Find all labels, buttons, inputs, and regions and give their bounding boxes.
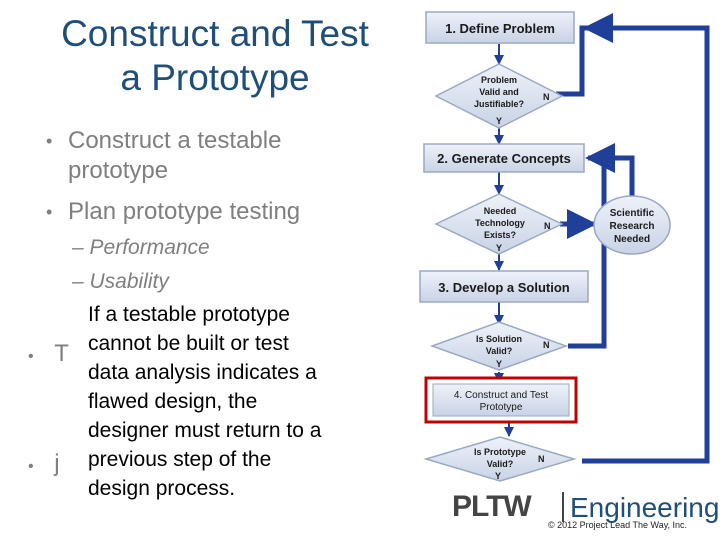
callout-line: cannot be built or test xyxy=(88,332,289,355)
bullet-construct: • Construct a testable prototype xyxy=(46,126,282,186)
bullet-dot-icon: • xyxy=(46,131,53,151)
decision-technology-exists: Needed Technology Exists? N Y xyxy=(434,193,564,255)
connector-arrows xyxy=(494,44,514,437)
svg-text:Valid?: Valid? xyxy=(486,346,513,356)
no-label: N xyxy=(544,221,551,231)
step-3-label: 3. Develop a Solution xyxy=(438,280,570,295)
bullet-construct-line-1: Construct a testable xyxy=(68,127,282,154)
partial-bullet-1-text: T xyxy=(54,340,69,367)
svg-text:Needed: Needed xyxy=(614,234,650,245)
no-label: N xyxy=(543,340,550,350)
no-label: N xyxy=(538,454,545,464)
partial-bullet-1: • T xyxy=(28,340,69,368)
step-1-label: 1. Define Problem xyxy=(445,21,555,36)
svg-text:Scientific: Scientific xyxy=(610,208,655,219)
callout-text: If a testable prototype cannot be built … xyxy=(82,300,388,503)
copyright-text: © 2012 Project Lead The Way, Inc. xyxy=(548,520,688,530)
callout-line: If a testable prototype xyxy=(88,303,290,326)
decision-solution-valid: Is Solution Valid? N Y xyxy=(429,321,569,371)
sub-bullet-performance: – Performance xyxy=(72,236,210,259)
callout-line: previous step of the xyxy=(88,448,272,471)
node-scientific-research: Scientific Research Needed xyxy=(593,195,671,255)
bullet-dot-icon: • xyxy=(46,202,53,222)
callout-line: design process. xyxy=(88,477,236,500)
svg-text:Is Solution: Is Solution xyxy=(476,334,522,344)
callout-line: flawed design, the xyxy=(88,390,258,413)
svg-text:Valid?: Valid? xyxy=(487,459,514,469)
partial-bullet-2: • j xyxy=(28,450,60,478)
svg-text:Valid and: Valid and xyxy=(479,87,519,97)
logo-divider xyxy=(562,492,564,522)
slide-title: Construct and Test a Prototype xyxy=(30,12,400,100)
svg-text:Research: Research xyxy=(609,221,654,232)
yes-label: Y xyxy=(496,243,502,253)
svg-text:Problem: Problem xyxy=(481,75,517,85)
yes-label: Y xyxy=(495,471,501,481)
svg-text:Needed: Needed xyxy=(484,206,517,216)
step-2-label: 2. Generate Concepts xyxy=(437,151,571,166)
step-4-label-line-1: 4. Construct and Test xyxy=(454,390,549,401)
title-line-1: Construct and Test xyxy=(61,13,369,54)
partial-bullet-2-text: j xyxy=(54,450,60,477)
bullet-construct-line-2: prototype xyxy=(68,157,169,184)
yes-label: Y xyxy=(496,359,502,369)
svg-text:Exists?: Exists? xyxy=(484,230,516,240)
engineering-logo: Engineering xyxy=(570,492,720,523)
svg-text:Justifiable?: Justifiable? xyxy=(474,99,524,109)
decision-prototype-valid: Is Prototype Valid? N Y xyxy=(423,436,577,482)
step-box-2: 2. Generate Concepts xyxy=(423,143,585,173)
sub-bullet-usability: – Usability xyxy=(72,270,169,293)
decision-problem-valid: Problem Valid and Justifiable? N Y xyxy=(434,63,564,129)
title-line-2: a Prototype xyxy=(120,57,310,98)
bullet-plan-text: Plan prototype testing xyxy=(68,198,301,225)
step-box-1: 1. Define Problem xyxy=(425,11,575,44)
bullet-dot-icon: • xyxy=(28,348,34,365)
svg-text:Technology: Technology xyxy=(475,218,525,228)
yes-label: Y xyxy=(496,116,502,126)
feedback-arrows xyxy=(556,13,710,464)
svg-text:Is Prototype: Is Prototype xyxy=(474,447,526,457)
pltw-logo: PLTW xyxy=(452,490,532,523)
step-box-3: 3. Develop a Solution xyxy=(419,270,589,303)
step-4-label-line-2: Prototype xyxy=(480,402,523,413)
callout-line: data analysis indicates a xyxy=(88,361,317,384)
bullet-dot-icon: • xyxy=(28,458,34,475)
callout-line: designer must return to a xyxy=(88,419,322,442)
step-box-4: 4. Construct and Test Prototype xyxy=(424,376,578,424)
bullet-plan: • Plan prototype testing xyxy=(46,197,301,227)
no-label: N xyxy=(543,92,550,102)
